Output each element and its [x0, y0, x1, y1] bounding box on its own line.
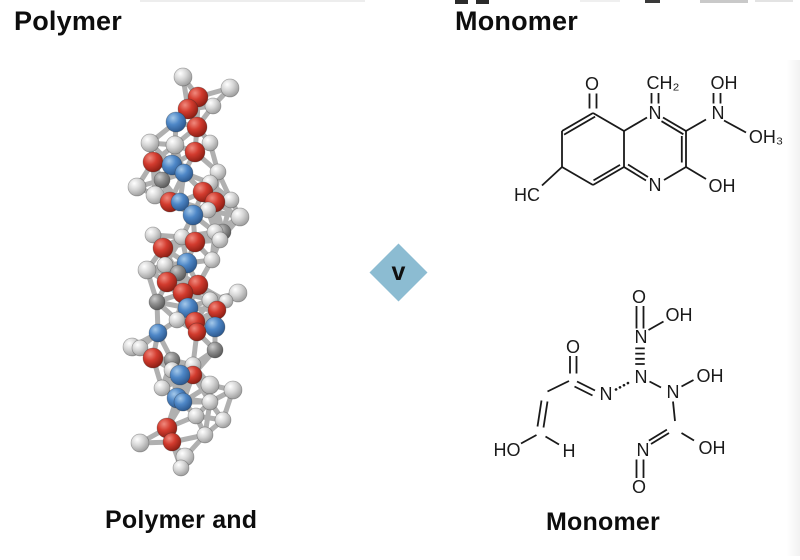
atom-label: N: [649, 103, 662, 123]
cropped-text-fragment: [645, 0, 660, 3]
atom-label: O: [566, 337, 580, 357]
monomer-structure-top-bonds: [541, 93, 747, 187]
atom-label: N: [635, 327, 648, 347]
right-edge-shade: [786, 60, 800, 556]
polymer-heading: Polymer: [14, 6, 122, 36]
monomer-structure-top-labels: O CH₂ N N OH OH₃ OH N HC: [514, 73, 783, 205]
cropped-text-fragment: [700, 0, 748, 3]
monomer-structure-bottom-bonds: [520, 306, 695, 478]
monomer-heading: Monomer: [455, 6, 578, 36]
atom-label: O: [632, 287, 646, 307]
atom-label: OH: [711, 73, 738, 93]
atom-label: N: [667, 382, 680, 402]
atom-label: N: [600, 384, 613, 404]
monomer-caption: Monomer: [546, 508, 660, 536]
polymer-3d-model: [122, 67, 250, 477]
atom-label: HO: [494, 440, 521, 460]
cropped-text-fragment: [580, 0, 620, 2]
connector-diamond: v: [369, 243, 428, 302]
atom-label: O: [585, 74, 599, 94]
atom-label: N: [712, 103, 725, 123]
atom-label: N: [635, 367, 648, 387]
atom-label: OH: [697, 366, 724, 386]
atom-label: OH: [699, 438, 726, 458]
atom-label: HC: [514, 185, 540, 205]
monomer-structure-bottom-labels: O OH N N N O HO H N OH N O OH: [494, 287, 726, 497]
cropped-text-fragment: [755, 0, 793, 2]
atom-label: OH₃: [749, 127, 783, 147]
atom-label: OH: [666, 305, 693, 325]
atom-label: N: [637, 440, 650, 460]
polymer-caption: Polymer and: [105, 506, 258, 534]
cropped-text-fragment: [455, 0, 468, 4]
cropped-text-fragment: [476, 0, 489, 4]
atom-label: N: [649, 175, 662, 195]
cropped-text-fragment: [140, 0, 365, 2]
atom-label: CH₂: [647, 73, 680, 93]
atom-label: OH: [709, 176, 736, 196]
monomer-structures: O CH₂ N N OH OH₃ OH N HC O OH: [494, 73, 784, 497]
atom-label: H: [563, 441, 576, 461]
connector-label: v: [391, 258, 406, 286]
atom-label: O: [632, 477, 646, 497]
